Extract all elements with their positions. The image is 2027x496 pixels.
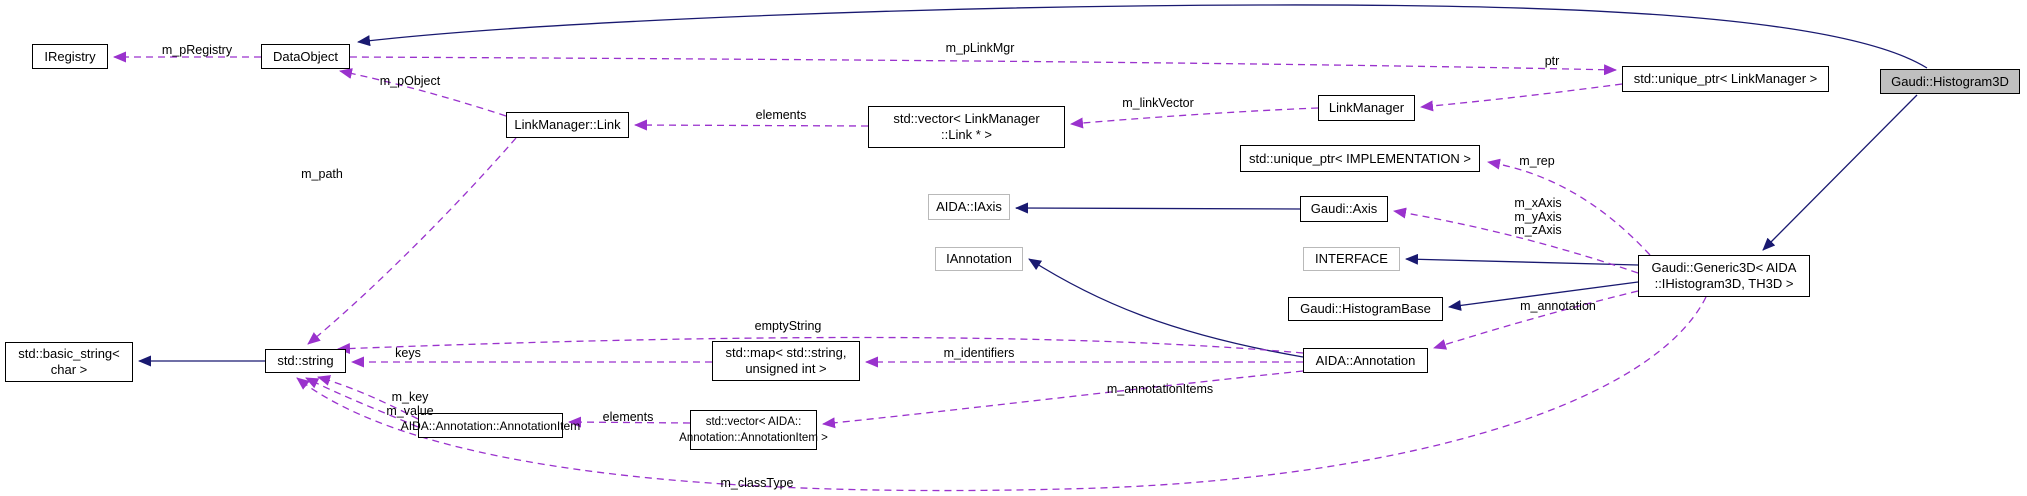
edge-label-elements-links: elements (755, 108, 807, 122)
class-node-std-string[interactable]: std::string (265, 349, 346, 373)
edge-m-path (307, 137, 517, 345)
edge-m-axes (1393, 207, 1639, 274)
edge-m-annotationitems (822, 370, 1304, 429)
class-node-dataobject[interactable]: DataObject (261, 44, 350, 69)
node-line: std::vector< LinkManager (893, 111, 1040, 126)
class-node-gaudi-generic3d[interactable]: Gaudi::Generic3D< AIDA ::IHistogram3D, T… (1638, 255, 1810, 297)
edge-label-m-linkvector: m_linkVector (1122, 96, 1194, 110)
node-line: std::basic_string< (18, 346, 120, 361)
class-node-unique-ptr-implementation[interactable]: std::unique_ptr< IMPLEMENTATION > (1240, 145, 1480, 172)
edge-m-annotation (1433, 290, 1639, 350)
edge-generic3d-interface (1405, 253, 1639, 266)
edge-label-ptr: ptr (1544, 54, 1560, 68)
edge-emptystring (337, 336, 1304, 355)
edge-label-m-value: m_value (386, 403, 434, 418)
node-line: ::Link * > (941, 127, 992, 142)
edge-label-m-identifiers: m_identifiers (943, 346, 1015, 360)
class-node-aida-iaxis[interactable]: AIDA::IAxis (928, 194, 1010, 220)
edge-label-m-annotation: m_annotation (1520, 299, 1596, 313)
edge-elements-links (634, 119, 869, 131)
edge-label-m-key-value: m_key m_value (386, 390, 434, 418)
edge-label-m-key: m_key (391, 390, 429, 404)
edge-label-m-classtype: m_classType (720, 476, 794, 490)
class-node-vector-annotationitem[interactable]: std::vector< AIDA:: Annotation::Annotati… (679, 410, 828, 450)
edge-label-m-plinkmgr: m_pLinkMgr (945, 41, 1015, 55)
edge-m-key (317, 375, 419, 420)
node-line: std::vector< AIDA:: (705, 416, 802, 428)
class-node-linkmanager-link[interactable]: LinkManager::Link (506, 112, 629, 138)
edge-ptr (1420, 83, 1623, 112)
node-line: char > (50, 362, 88, 377)
edge-m-pobject (339, 68, 507, 117)
edge-m-rep (1487, 158, 1651, 256)
edge-label-elements-items: elements (602, 410, 654, 424)
edge-generic3d-histogrambase (1448, 281, 1639, 311)
edge-label-keys: keys (395, 346, 421, 360)
edge-label-m-annotationitems: m_annotationItems (1106, 382, 1214, 396)
class-node-iannotation[interactable]: IAnnotation (935, 247, 1023, 271)
edge-label-m-pregistry: m_pRegistry (161, 43, 233, 57)
node-line: Gaudi::Generic3D< AIDA (1651, 260, 1797, 275)
edge-label-m-yaxis: m_yAxis (1514, 209, 1562, 224)
edge-label-m-zaxis: m_zAxis (1514, 223, 1562, 237)
edge-m-linkvector (1070, 107, 1319, 129)
node-line: std::map< std::string, (725, 345, 847, 360)
node-line: unsigned int > (745, 361, 827, 376)
edge-m-classtype (296, 296, 1707, 492)
class-node-basic-string[interactable]: std::basic_string< char > (5, 342, 133, 382)
class-node-iregistry[interactable]: IRegistry (32, 44, 108, 69)
node-line: Annotation::AnnotationItem > (679, 432, 828, 444)
class-node-annotationitem[interactable]: AIDA::Annotation::AnnotationItem (401, 413, 580, 438)
edge-label-emptystring: emptyString (754, 319, 822, 333)
node-line: ::IHistogram3D, TH3D > (1654, 276, 1794, 291)
edge-label-m-path: m_path (301, 167, 343, 181)
edge-label-m-xaxis: m_xAxis (1514, 196, 1562, 210)
class-node-linkmanager[interactable]: LinkManager (1318, 95, 1415, 121)
edge-axis-iaxis (1015, 202, 1301, 214)
class-node-gaudi-histogrambase[interactable]: Gaudi::HistogramBase (1288, 297, 1443, 321)
class-node-unique-ptr-linkmanager[interactable]: std::unique_ptr< LinkManager > (1622, 66, 1829, 92)
class-node-gaudi-axis[interactable]: Gaudi::Axis (1300, 196, 1388, 222)
edge-m-plinkmgr (349, 56, 1617, 76)
class-node-map-string-uint[interactable]: std::map< std::string, unsigned int > (712, 341, 860, 381)
class-node-aida-annotation[interactable]: AIDA::Annotation (1303, 348, 1428, 373)
edge-histogram3d-dataobject (357, 4, 1928, 69)
class-node-vector-linkmanager-link[interactable]: std::vector< LinkManager ::Link * > (868, 106, 1065, 148)
edge-histogram3d-generic3d (1762, 94, 1918, 251)
edge-elements-items (568, 416, 691, 428)
class-node-gaudi-histogram3d[interactable]: Gaudi::Histogram3D (1880, 69, 2020, 94)
edge-m-value (305, 377, 419, 428)
class-node-interface[interactable]: INTERFACE (1303, 247, 1400, 271)
edge-annotation-iannotation (1028, 258, 1304, 358)
edge-label-m-rep: m_rep (1519, 154, 1555, 168)
edge-label-m-pobject: m_pObject (379, 74, 441, 88)
edge-label-m-axes: m_xAxis m_yAxis m_zAxis (1514, 196, 1562, 238)
